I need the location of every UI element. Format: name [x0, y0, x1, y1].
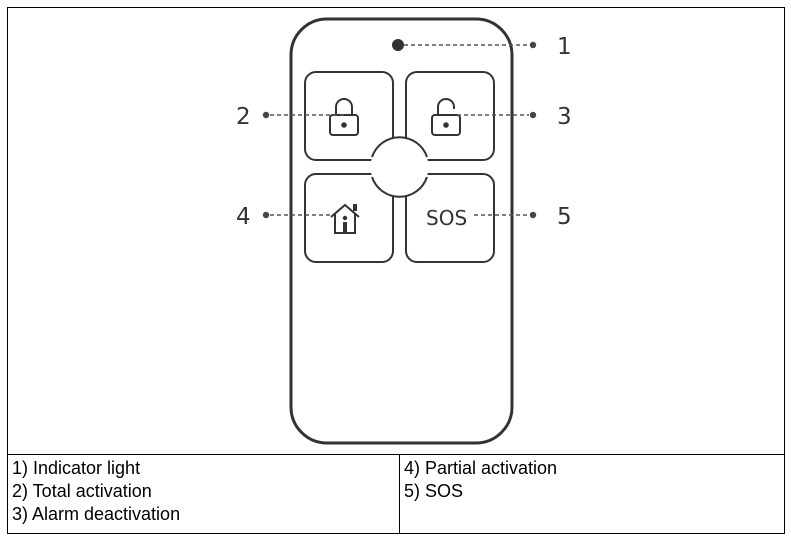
sos-button-label: SOS: [426, 206, 467, 230]
diagram-cell: SOS: [7, 7, 785, 455]
leader-dot-5: [529, 211, 537, 219]
center-gap: [370, 138, 429, 196]
center-arc-top: [371, 136, 428, 158]
callout-number-2: 2: [236, 104, 251, 130]
callout-number-4: 4: [236, 204, 251, 230]
button-group: [304, 71, 495, 263]
leader-dots: [262, 41, 537, 219]
figure-table: SOS: [7, 7, 785, 534]
indicator-light: [392, 39, 404, 51]
home-person-icon: [330, 203, 360, 234]
legend-item-alarm-deactivation: 3) Alarm deactivation: [12, 504, 181, 524]
leader-lines: [270, 44, 529, 216]
leader-dot-1: [529, 41, 537, 49]
remote-diagram: SOS: [236, 17, 572, 445]
unlock-icon: [431, 98, 461, 136]
home-button[interactable]: [304, 173, 394, 263]
leader-dot-2: [262, 111, 270, 119]
legend-right-cell: 4) Partial activation 5) SOS: [399, 454, 785, 534]
legend-item-total-activation: 2) Total activation: [12, 481, 152, 501]
leader-dot-4: [262, 211, 270, 219]
center-arc-bottom: [371, 176, 428, 198]
leader-dot-3: [529, 111, 537, 119]
legend-item-partial-activation: 4) Partial activation: [404, 458, 558, 478]
callout-number-1: 1: [557, 34, 572, 60]
legend-left-cell: 1) Indicator light 2) Total activation 3…: [7, 454, 400, 534]
callout-number-3: 3: [557, 104, 572, 130]
legend-item-sos: 5) SOS: [404, 481, 464, 501]
callout-number-5: 5: [557, 204, 572, 230]
legend-item-indicator-light: 1) Indicator light: [12, 458, 141, 478]
sos-button[interactable]: [405, 173, 495, 263]
